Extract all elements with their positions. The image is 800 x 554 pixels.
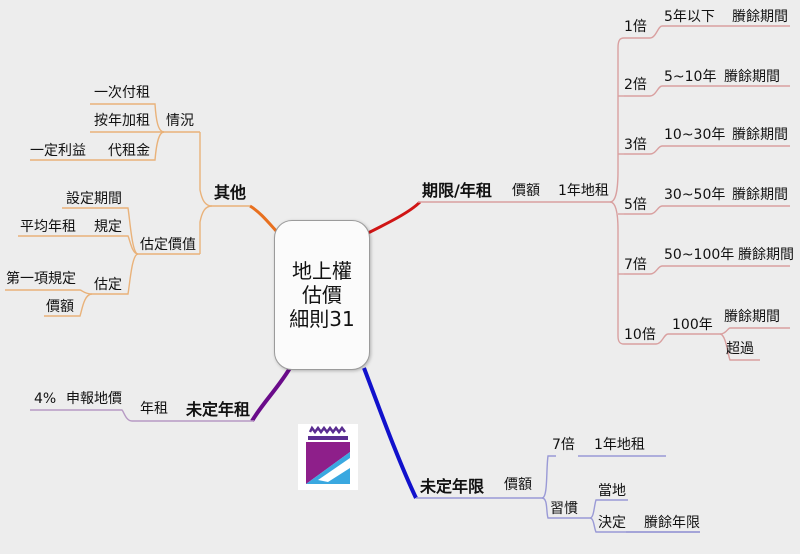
node-uterm-amount[interactable]: 價額 <box>504 477 532 493</box>
node-local[interactable]: 當地 <box>598 483 626 499</box>
node-first-provision[interactable]: 第一項規定 <box>6 271 76 287</box>
logo-shield-icon <box>306 425 350 484</box>
node-range-6[interactable]: 100年 <box>672 317 713 333</box>
node-one-time-rent[interactable]: 一次付租 <box>94 85 150 101</box>
node-mult-3[interactable]: 3倍 <box>624 137 647 153</box>
central-topic-line-1: 地上權 <box>292 259 352 283</box>
central-topic[interactable]: 地上權 估價 細則31 <box>274 220 370 370</box>
central-topic-line-2: 估價 <box>302 283 342 307</box>
node-valuation[interactable]: 估定價值 <box>140 237 196 253</box>
node-exceed[interactable]: 超過 <box>726 341 754 357</box>
branch-term <box>367 200 422 235</box>
node-term-amount[interactable]: 價額 <box>512 183 540 199</box>
branch-undecided-term <box>362 367 418 499</box>
node-range-4[interactable]: 30~50年 <box>664 187 726 203</box>
node-custom[interactable]: 習慣 <box>550 501 578 517</box>
branch-undecided-rent-title[interactable]: 未定年租 <box>186 400 251 419</box>
node-estimate[interactable]: 估定 <box>94 277 122 293</box>
node-mult-4[interactable]: 5倍 <box>624 197 647 213</box>
node-uterm-mult[interactable]: 7倍 <box>552 437 575 453</box>
branch-term-title[interactable]: 期限/年租 <box>422 181 492 200</box>
node-term-one-year-rent[interactable]: 1年地租 <box>558 183 609 199</box>
branch-undecided-rent <box>250 366 292 423</box>
node-set-period[interactable]: 設定期間 <box>66 191 122 207</box>
node-range-1[interactable]: 5年以下 <box>664 9 715 25</box>
node-in-lieu[interactable]: 代租金 <box>108 143 150 159</box>
node-amount-other[interactable]: 價額 <box>46 299 74 315</box>
node-mult-1[interactable]: 1倍 <box>624 19 647 35</box>
node-percent[interactable]: 4% <box>34 391 57 407</box>
node-rest-5[interactable]: 賸餘期間 <box>738 247 794 263</box>
branch-undecided-term-title[interactable]: 未定年限 <box>420 477 485 496</box>
company-logo <box>298 424 358 490</box>
node-remaining[interactable]: 賸餘年限 <box>644 515 700 531</box>
branch-other <box>249 204 280 235</box>
node-rest-3[interactable]: 賸餘期間 <box>732 127 788 143</box>
node-declared-value[interactable]: 申報地價 <box>66 391 122 407</box>
node-rest-2[interactable]: 賸餘期間 <box>724 69 780 85</box>
node-mult-5[interactable]: 7倍 <box>624 257 647 273</box>
branch-other-title[interactable]: 其他 <box>214 183 247 202</box>
node-avg-annual-rent[interactable]: 平均年租 <box>20 219 76 235</box>
node-decide[interactable]: 決定 <box>598 515 626 531</box>
node-situation[interactable]: 情況 <box>166 113 194 129</box>
node-uterm-one-year-rent[interactable]: 1年地租 <box>594 437 645 453</box>
node-provision[interactable]: 規定 <box>94 219 122 235</box>
node-annual-increase[interactable]: 按年加租 <box>94 113 150 129</box>
node-rest-4[interactable]: 賸餘期間 <box>732 187 788 203</box>
central-topic-line-3: 細則31 <box>289 307 355 331</box>
node-rest-1[interactable]: 賸餘期間 <box>732 9 788 25</box>
node-mult-2[interactable]: 2倍 <box>624 77 647 93</box>
node-range-3[interactable]: 10~30年 <box>664 127 726 143</box>
node-range-5[interactable]: 50~100年 <box>664 247 735 263</box>
node-annual-rent[interactable]: 年租 <box>140 401 168 417</box>
node-range-2[interactable]: 5~10年 <box>664 69 717 85</box>
node-fixed-profit[interactable]: 一定利益 <box>30 143 86 159</box>
node-rest-6[interactable]: 賸餘期間 <box>724 309 780 325</box>
node-mult-6[interactable]: 10倍 <box>624 327 656 343</box>
